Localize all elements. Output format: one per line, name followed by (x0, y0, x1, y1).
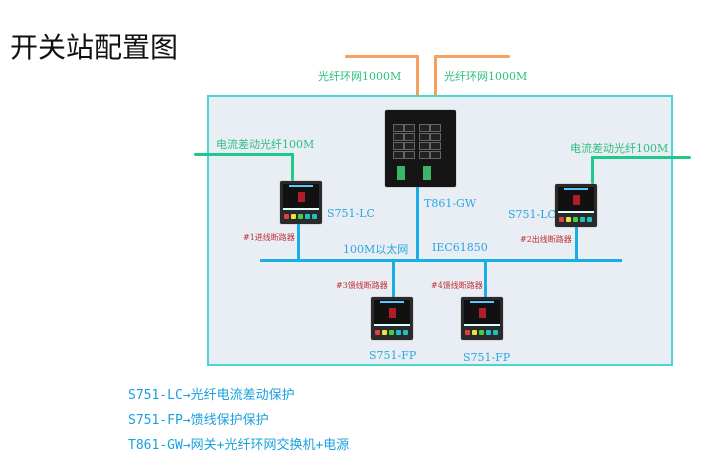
relay-device-2[interactable] (555, 184, 597, 227)
bus-drop-device-3 (392, 260, 395, 298)
device-1-breaker: #1进线断路器 (243, 233, 295, 242)
relay-device-3[interactable] (371, 297, 413, 340)
device-4-model: S751-FP (463, 351, 511, 364)
page-title: 开关站配置图 (10, 31, 179, 64)
legend-model: T861-GW (128, 438, 183, 453)
fiber-ring-line-right-v (434, 55, 437, 111)
legend-item-gw: T861-GW→网关+光纤环网交换机+电源 (128, 434, 349, 453)
fiber-ring-label-left: 光纤环网1000M (318, 70, 402, 83)
arrow-icon: → (182, 413, 191, 428)
relay-device-1[interactable] (280, 181, 322, 224)
legend-desc: 馈线保护保护 (190, 413, 269, 428)
fiber-ring-label-right: 光纤环网1000M (444, 70, 528, 83)
diff-fiber-line-right-h (591, 156, 691, 159)
diff-fiber-line-left-h (194, 153, 294, 156)
gateway-switch-device[interactable] (385, 110, 456, 187)
device-4-breaker: #4馈线断路器 (431, 281, 483, 290)
device-3-breaker: #3馈线断路器 (336, 281, 388, 290)
arrow-icon: → (182, 388, 191, 403)
bus-drop-gateway (416, 187, 419, 260)
legend-desc: 网关+光纤环网交换机+电源 (190, 438, 350, 453)
device-2-breaker: #2出线断路器 (520, 235, 572, 244)
legend-item-fp: S751-FP→馈线保护保护 (128, 409, 269, 428)
ethernet-bus (260, 259, 622, 262)
bus-drop-device-2 (575, 227, 578, 260)
arrow-icon: → (182, 438, 191, 453)
bus-label-right: IEC61850 (432, 241, 488, 254)
gateway-model-label: T861-GW (424, 197, 477, 210)
diff-fiber-line-right-v (591, 156, 594, 184)
bus-drop-device-4 (484, 260, 487, 298)
legend-item-lc: S751-LC→光纤电流差动保护 (128, 384, 295, 403)
device-1-model: S751-LC (327, 207, 375, 220)
legend-model: S751-LC (128, 388, 183, 403)
fiber-ring-line-right-h (434, 55, 510, 58)
diff-fiber-line-left-v (291, 153, 294, 181)
bus-drop-device-1 (297, 224, 300, 260)
device-3-model: S751-FP (369, 349, 417, 362)
diff-fiber-label-left: 电流差动光纤100M (216, 138, 315, 151)
device-2-model: S751-LC (508, 208, 556, 221)
legend-desc: 光纤电流差动保护 (190, 388, 295, 403)
diff-fiber-label-right: 电流差动光纤100M (570, 142, 669, 155)
bus-label-left: 100M以太网 (343, 243, 409, 256)
fiber-ring-line-left-v (416, 55, 419, 111)
fiber-ring-line-left-h (345, 55, 419, 58)
legend-model: S751-FP (128, 413, 183, 428)
relay-device-4[interactable] (461, 297, 503, 340)
